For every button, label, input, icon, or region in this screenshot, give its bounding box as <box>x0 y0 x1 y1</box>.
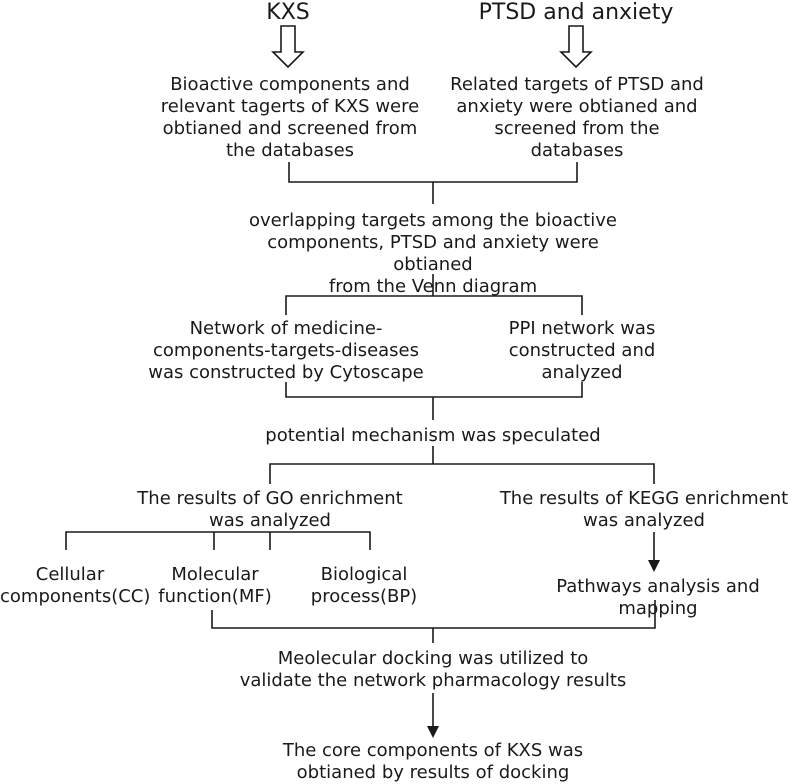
node-pathways: Pathways analysis and mapping <box>556 576 760 619</box>
node-ptsd-screen: Related targets of PTSD and anxiety were… <box>450 74 704 161</box>
node-network: Network of medicine- components-targets-… <box>148 318 424 383</box>
node-mechanism: potential mechanism was speculated <box>265 425 601 446</box>
node-kxs: KXS <box>266 0 310 25</box>
split-connector-2 <box>285 274 583 315</box>
hollow-arrow-ptsd <box>559 25 593 69</box>
node-ppi: PPI network was constructed and analyzed <box>508 318 656 383</box>
node-bp: Biological process(BP) <box>310 564 418 607</box>
node-cc: Cellular components(CC) <box>0 564 151 607</box>
node-go: The results of GO enrichment was analyze… <box>137 488 403 531</box>
node-kxs-screen: Bioactive components and relevant tagert… <box>160 74 420 161</box>
node-kegg: The results of KEGG enrichment was analy… <box>499 488 789 531</box>
go-branch-connector <box>65 531 371 550</box>
node-ptsd-anxiety: PTSD and anxiety <box>478 0 674 25</box>
node-overlap: overlapping targets among the bioactive … <box>249 210 617 297</box>
kegg-arrow-head <box>648 560 660 572</box>
node-docking: Meolecular docking was utilized to valid… <box>239 648 627 691</box>
node-mf: Molecular function(MF) <box>158 564 272 607</box>
hollow-arrow-kxs <box>271 25 305 69</box>
merge-connector-1 <box>288 162 578 204</box>
docking-arrow-head <box>427 726 439 738</box>
node-core: The core components of KXS was obtianed … <box>282 740 584 783</box>
split-connector-4 <box>269 446 655 484</box>
merge-connector-3 <box>285 382 583 420</box>
merge-connector-5 <box>211 600 656 643</box>
